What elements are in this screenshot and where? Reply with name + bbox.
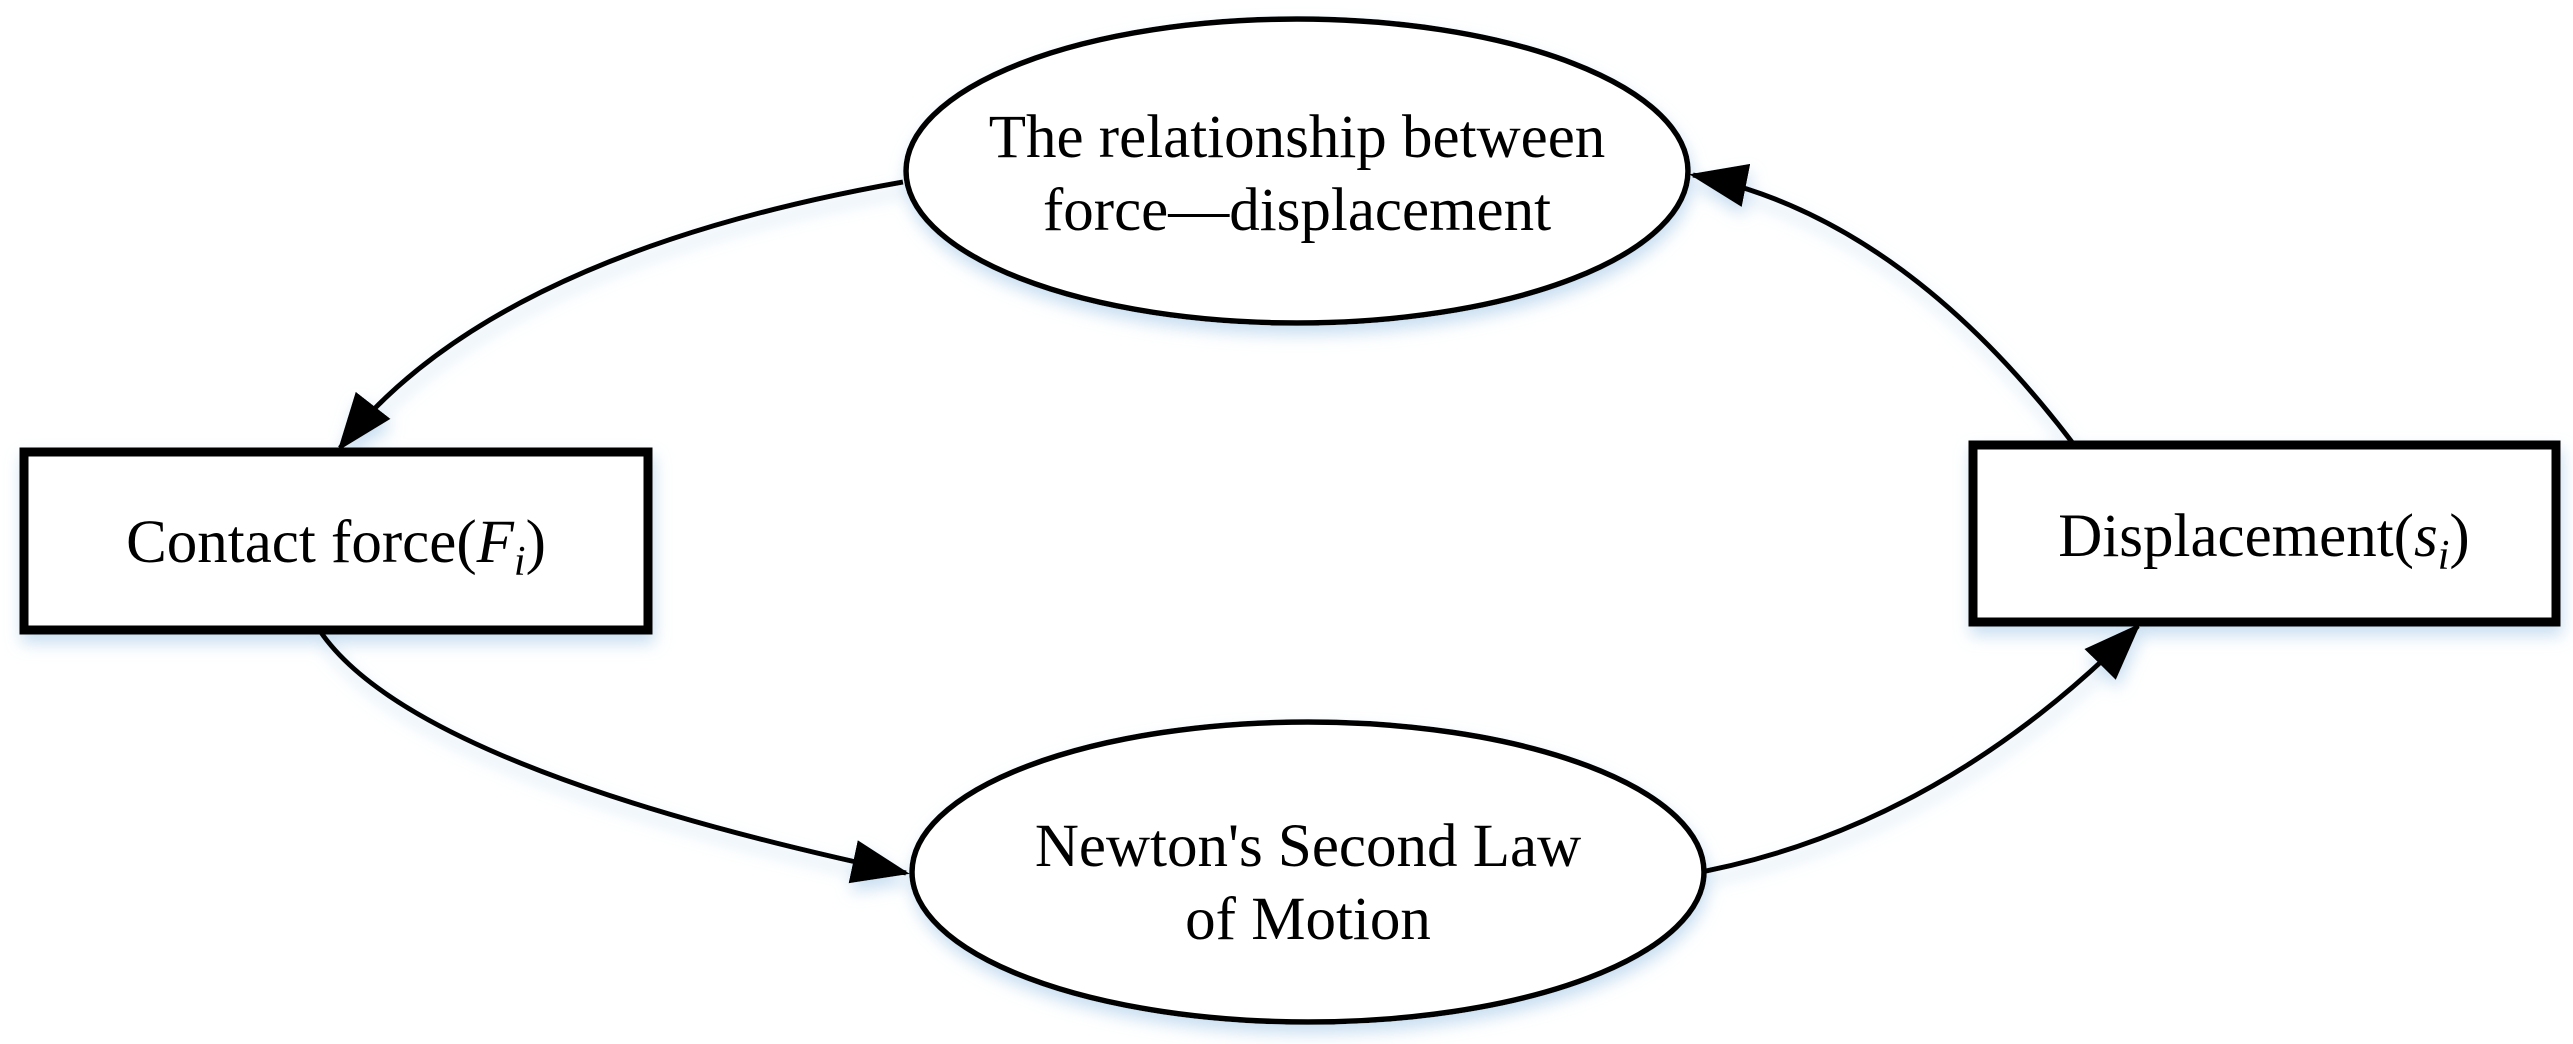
displacement-symbol: s (2414, 503, 2438, 570)
relationship-label-line1: The relationship between (989, 104, 1606, 171)
displacement-label-suffix: ) (2449, 503, 2469, 570)
contact-force-subscript: i (514, 539, 526, 585)
contact-force-symbol: F (476, 509, 515, 576)
displacement-label: Displacement(si) (2058, 503, 2469, 579)
contact-force-label-suffix: ) (526, 509, 546, 576)
node-newton: Newton's Second Law of Motion (909, 719, 1707, 1025)
relationship-ellipse-shape (903, 16, 1691, 326)
edge-displacement-to-relationship (1689, 163, 2077, 448)
displacement-rect-shape (1968, 440, 2561, 627)
node-displacement: Displacement(si) (1968, 440, 2561, 627)
contact-force-label-prefix: Contact force( (126, 509, 477, 576)
displacement-label-prefix: Displacement( (2058, 503, 2414, 570)
contact-force-rect-shape (19, 447, 653, 635)
displacement-subscript: i (2438, 533, 2450, 579)
edge-contact-force-to-newton (317, 629, 910, 884)
newton-label-line1: Newton's Second Law (1035, 813, 1581, 880)
node-relationship: The relationship between force—displacem… (903, 16, 1691, 326)
node-contact-force: Contact force(Fi) (19, 447, 653, 635)
edge-relationship-to-contact-force (337, 179, 904, 452)
newton-label-line2: of Motion (1185, 886, 1431, 953)
edge-newton-to-displacement (1705, 623, 2141, 874)
newton-ellipse-shape (909, 719, 1707, 1025)
relationship-label-line2: force—displacement (1043, 177, 1551, 244)
contact-force-label: Contact force(Fi) (126, 509, 546, 585)
